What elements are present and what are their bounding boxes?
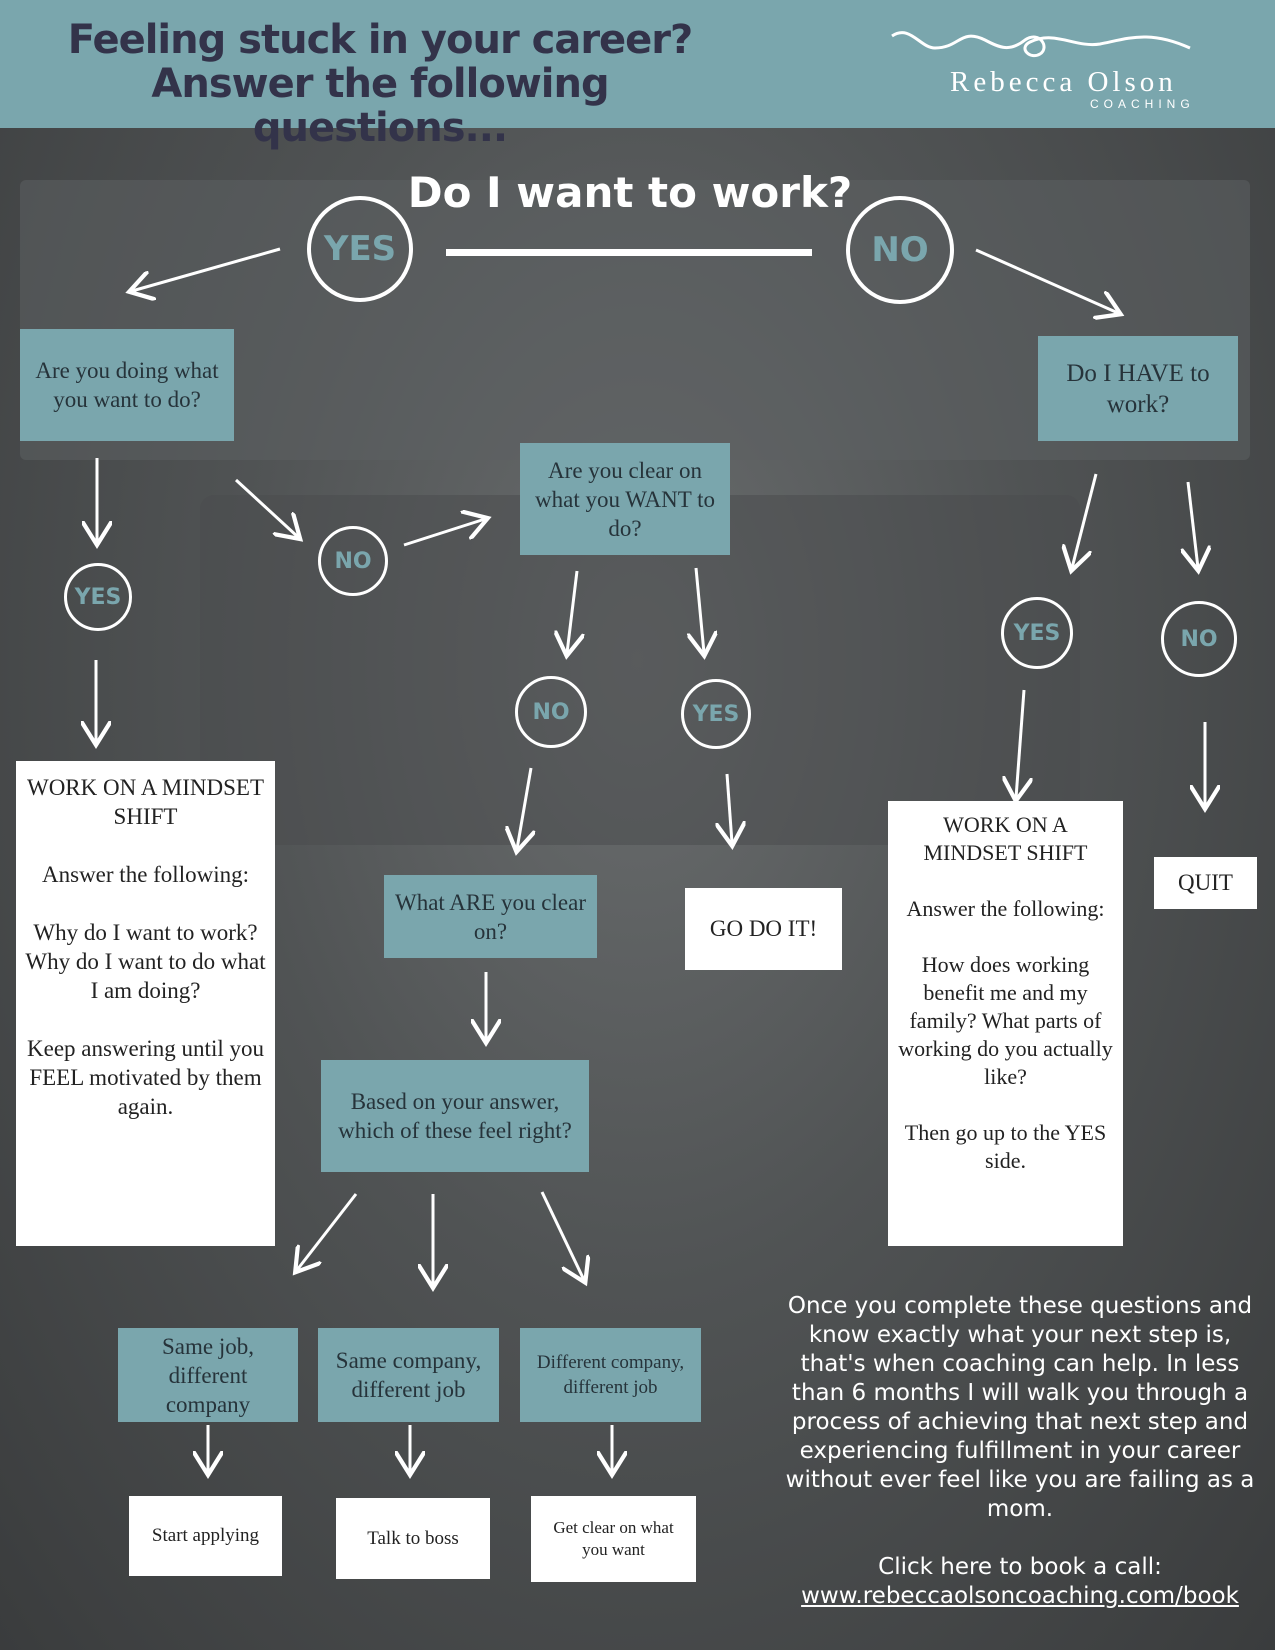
- mindset-questions-left: Why do I want to work? Why do I want to …: [25, 920, 266, 1003]
- title-line-1: Feeling stuck in your career?: [67, 17, 693, 63]
- yes-circle-main: YES: [307, 196, 413, 302]
- question-which-feel-right: Based on your answer, which of these fee…: [321, 1060, 589, 1172]
- cta-book-label: Click here to book a call:: [878, 1554, 1162, 1580]
- title-line-2: Answer the following questions...: [151, 61, 609, 151]
- no-circle-left: NO: [318, 526, 388, 596]
- go-do-it-box: GO DO IT!: [685, 888, 842, 970]
- action-start-applying: Start applying: [129, 1496, 282, 1576]
- mindset-title-left: WORK ON A MINDSET SHIFT: [26, 775, 265, 829]
- question-do-i-have-to-work: Do I HAVE to work?: [1038, 336, 1238, 441]
- option-same-job-different-company: Same job, different company: [118, 1328, 298, 1422]
- option-same-company-different-job: Same company, different job: [318, 1328, 499, 1422]
- arrow-q2-yes: [696, 567, 704, 653]
- action-talk-to-boss: Talk to boss: [336, 1498, 490, 1579]
- arrow-no-to-q3: [517, 767, 531, 849]
- mindset-questions-right: How does working benefit me and my famil…: [898, 952, 1113, 1089]
- arrow-yes-to-mindset-right: [1016, 689, 1024, 798]
- logo-signature-icon: [891, 31, 1191, 57]
- yes-circle-left: YES: [64, 563, 132, 631]
- mindset-box-left: WORK ON A MINDSET SHIFT Answer the follo…: [16, 761, 275, 1246]
- cta-text: Once you complete these questions and kn…: [785, 1293, 1255, 1522]
- arrow-q4-left: [297, 1193, 358, 1270]
- no-circle-main: NO: [846, 196, 954, 304]
- no-circle-right: NO: [1161, 601, 1237, 677]
- arrow-q4-right: [540, 1191, 584, 1280]
- mindset-box-right: WORK ON A MINDSET SHIFT Answer the follo…: [888, 801, 1123, 1246]
- mindset-keep-left: Keep answering until you FEEL motivated …: [27, 1036, 264, 1119]
- page-title: Feeling stuck in your career? Answer the…: [20, 18, 740, 150]
- logo-name: Rebecca Olson: [950, 66, 1177, 98]
- arrow-yes-to-q1: [132, 247, 281, 291]
- arrow-q2-no: [567, 570, 577, 653]
- mindset-then-right: Then go up to the YES side.: [904, 1120, 1107, 1173]
- arrow-q1-no: [234, 478, 298, 537]
- yes-circle-right: YES: [1001, 597, 1073, 669]
- quit-box: QUIT: [1154, 857, 1257, 909]
- no-circle-center: NO: [515, 676, 587, 748]
- question-doing-what-you-want: Are you doing what you want to do?: [20, 329, 234, 441]
- question-clear-on-what-you-want: Are you clear on what you WANT to do?: [520, 443, 730, 555]
- action-get-clear: Get clear on what you want: [531, 1496, 696, 1582]
- mindset-intro-right: Answer the following:: [906, 896, 1105, 921]
- arrow-have-yes: [1072, 473, 1098, 568]
- divider-line: [446, 249, 812, 256]
- yes-circle-center: YES: [681, 679, 751, 749]
- logo-sub: COACHING: [1090, 97, 1195, 111]
- arrow-have-no: [1188, 481, 1198, 568]
- arrow-no-to-have: [975, 248, 1118, 313]
- mindset-title-right: WORK ON A MINDSET SHIFT: [923, 812, 1088, 865]
- arrow-no-to-q2: [403, 519, 485, 547]
- booking-link[interactable]: www.rebeccaolsoncoaching.com/book: [801, 1583, 1239, 1609]
- arrow-yes-to-go: [727, 773, 732, 843]
- question-what-are-you-clear-on: What ARE you clear on?: [384, 875, 597, 958]
- option-different-company-different-job: Different company, different job: [520, 1328, 701, 1422]
- mindset-intro-left: Answer the following:: [42, 862, 249, 887]
- main-question: Do I want to work?: [407, 168, 853, 217]
- cta-block: Once you complete these questions and kn…: [775, 1292, 1265, 1611]
- header-bar: [0, 0, 1275, 128]
